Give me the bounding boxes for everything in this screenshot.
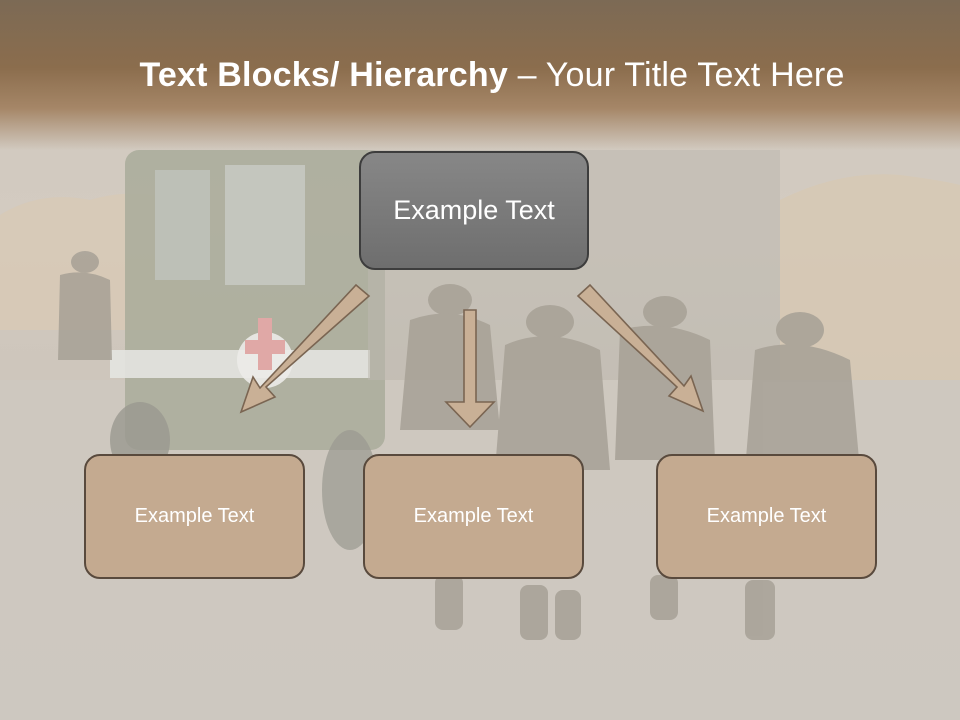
title-bold-part: Text Blocks/ Hierarchy bbox=[139, 56, 508, 94]
top-text-block-label: Example Text bbox=[393, 195, 555, 225]
arrow-to-middle-box bbox=[444, 309, 496, 429]
middle-text-block[interactable]: Example Text bbox=[363, 454, 584, 579]
middle-text-block-label: Example Text bbox=[413, 505, 534, 527]
title-subtitle-part: Your Title Text Here bbox=[545, 56, 845, 94]
slide-title[interactable]: Text Blocks/ Hierarchy – Your Title Text… bbox=[0, 56, 960, 95]
left-text-block-label: Example Text bbox=[134, 505, 255, 527]
arrow-to-right-box bbox=[576, 283, 705, 413]
arrow-to-left-box bbox=[239, 283, 371, 414]
left-text-block[interactable]: Example Text bbox=[84, 454, 305, 579]
right-text-block-label: Example Text bbox=[706, 505, 827, 527]
right-text-block[interactable]: Example Text bbox=[656, 454, 877, 579]
title-separator: – bbox=[507, 56, 546, 94]
top-text-block[interactable]: Example Text bbox=[359, 151, 589, 270]
title-band bbox=[0, 0, 960, 150]
